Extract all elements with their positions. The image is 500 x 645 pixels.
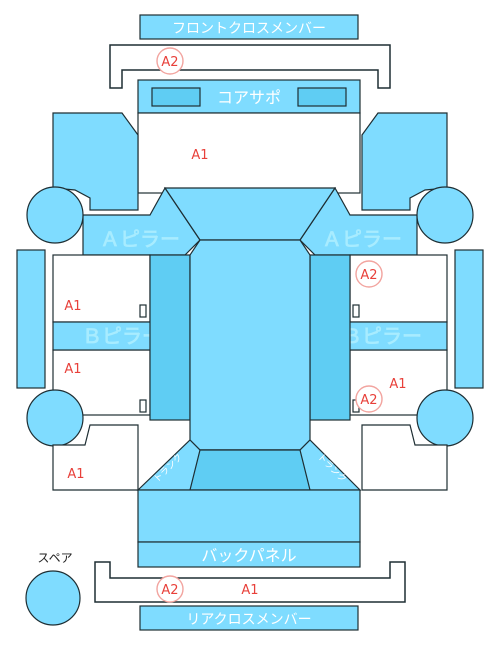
left-headlight	[151, 87, 201, 107]
left-roof-rail[interactable]	[149, 254, 191, 421]
back-panel-label: バックパネル	[201, 546, 296, 565]
rear-bumper-outline	[94, 561, 406, 603]
right-a-pillar-label: Ａピラー	[322, 227, 402, 251]
right-a-pillar[interactable]: Ａピラー	[299, 186, 418, 256]
right-side-sill[interactable]	[454, 249, 484, 389]
spare-tire[interactable]	[25, 570, 81, 626]
left-front-door[interactable]	[52, 254, 151, 323]
left-rear-wheel[interactable]	[26, 389, 84, 447]
damage-mark-a1-left-front-door: A1	[64, 299, 81, 314]
damage-mark-a2-right-rear-door: A2	[355, 385, 383, 413]
right-rear-quarter[interactable]	[361, 424, 448, 491]
damage-mark-a2-front-cross-member: A2	[156, 47, 184, 75]
damage-mark-a1-left-rear-door: A1	[64, 362, 81, 377]
front-inner-area	[137, 112, 361, 194]
left-front-wheel[interactable]	[26, 186, 84, 244]
right-headlight	[297, 87, 347, 107]
left-b-pillar-label: Ｂピラー	[82, 324, 162, 348]
front-bumper-outline	[109, 44, 391, 89]
right-front-wheel[interactable]	[416, 186, 474, 244]
left-side-sill[interactable]	[16, 249, 46, 389]
damage-mark-a1-left-rear-quarter: A1	[67, 467, 84, 482]
right-front-handle	[352, 304, 360, 318]
core-support-label: コアサポ	[217, 88, 281, 107]
svg-text:A2: A2	[360, 393, 377, 408]
svg-text:A2: A2	[161, 583, 178, 598]
damage-mark-a1-front-inner: A1	[191, 148, 208, 163]
back-panel[interactable]: バックパネル	[137, 489, 361, 568]
core-support[interactable]: コアサポ	[137, 79, 361, 114]
damage-mark-a1-right-rear-door: A1	[389, 377, 406, 392]
rear-cross-member[interactable]: リアクロスメンバー	[139, 605, 359, 631]
left-front-handle	[139, 304, 147, 318]
damage-mark-a2-right-front-door: A2	[355, 260, 383, 288]
spare-label: スペア	[37, 551, 72, 565]
front-cross-member-label: フロントクロスメンバー	[172, 21, 326, 37]
trunk-lid[interactable]	[189, 449, 311, 491]
rear-cross-member-label: リアクロスメンバー	[186, 612, 311, 628]
right-roof-rail[interactable]	[309, 254, 351, 421]
left-rear-handle	[139, 399, 147, 413]
roof-panel[interactable]	[189, 239, 311, 451]
front-cross-member[interactable]: フロントクロスメンバー	[139, 14, 359, 40]
right-rear-wheel[interactable]	[416, 389, 474, 447]
right-b-pillar-label: Ｂピラー	[342, 324, 422, 348]
left-a-pillar-label: Ａピラー	[100, 227, 180, 251]
left-rear-quarter[interactable]	[52, 424, 139, 491]
svg-text:A2: A2	[360, 268, 377, 283]
damage-mark-a2-rear-cross-member: A2	[156, 575, 184, 603]
svg-text:A2: A2	[161, 55, 178, 70]
damage-mark-a1-rear-cross-member: A1	[241, 583, 258, 598]
left-a-pillar[interactable]: Ａピラー	[82, 186, 201, 256]
